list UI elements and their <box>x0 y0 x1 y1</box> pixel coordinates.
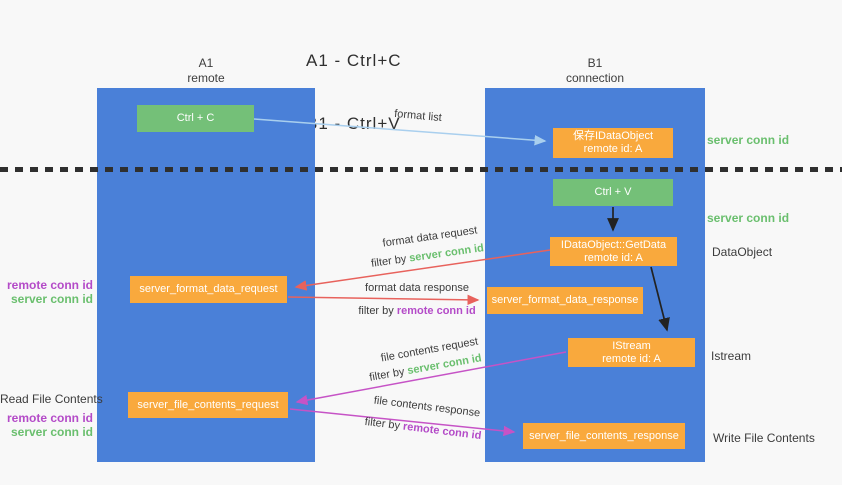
label-remote-conn-id-bottom: remote conn id <box>6 411 93 425</box>
column-b-header: B1 connection <box>486 56 704 86</box>
node-server-format-data-request: server_format_data_request <box>130 276 287 303</box>
node-save-idataobject: 保存IDataObject remote id: A <box>553 128 673 158</box>
label-read-file-contents: Read File Contents <box>0 392 103 406</box>
node-save-idataobject-line1: 保存IDataObject <box>572 130 654 142</box>
filter-by-text: filter by <box>368 365 406 384</box>
node-server-file-contents-request-label: server_file_contents_request <box>137 398 279 411</box>
node-istream-line1: IStream <box>612 339 651 352</box>
column-a-role: remote <box>187 71 225 85</box>
node-getdata: IDataObject::GetData remote id: A <box>550 237 677 266</box>
node-server-format-data-response: server_format_data_response <box>487 287 643 314</box>
server-conn-id-text: server conn id <box>408 242 485 265</box>
label-dataobject: DataObject <box>712 245 773 259</box>
filter-by-text: filter by <box>364 415 401 433</box>
node-server-format-data-request-label: server_format_data_request <box>139 283 278 295</box>
node-save-idataobject-line2: remote id: A <box>583 143 643 155</box>
column-a-header: A1 remote <box>97 56 315 86</box>
diagram-title: A1 - Ctrl+C B1 - Ctrl+V <box>306 8 402 155</box>
remote-conn-id-text: remote conn id <box>396 305 476 317</box>
label-server-conn-id-top: server conn id <box>707 133 790 147</box>
column-a-name: A1 <box>198 56 214 70</box>
dashed-separator <box>0 167 842 172</box>
annotation-filter-by-remote-conn-id-1: filter by remote conn id <box>337 305 497 317</box>
arrow-format-data-response <box>287 294 480 306</box>
label-server-conn-id-mid: server conn id <box>707 211 790 225</box>
label-server-conn-id-left-bottom: server conn id <box>10 425 93 439</box>
node-istream-line2: remote id: A <box>602 352 661 365</box>
node-getdata-line2: remote id: A <box>584 251 643 264</box>
node-ctrl-c-label: Ctrl + C <box>176 112 215 124</box>
title-line-1: A1 - Ctrl+C <box>306 51 402 70</box>
node-getdata-line1: IDataObject::GetData <box>560 238 667 251</box>
filter-by-text: filter by <box>370 253 408 270</box>
filter-by-text: filter by <box>358 305 394 317</box>
label-server-conn-id-left-top: server conn id <box>10 292 93 306</box>
node-ctrl-v: Ctrl + V <box>553 179 673 206</box>
node-server-file-contents-request: server_file_contents_request <box>128 392 288 418</box>
label-write-file-contents: Write File Contents <box>713 431 815 445</box>
node-ctrl-c: Ctrl + C <box>137 105 254 132</box>
remote-conn-id-text: remote conn id <box>402 420 482 443</box>
column-b-role: connection <box>565 71 625 85</box>
node-istream: IStream remote id: A <box>568 338 695 367</box>
column-b-name: B1 <box>587 56 603 70</box>
annotation-file-contents-response: file contents response <box>373 394 481 420</box>
node-server-file-contents-response: server_file_contents_response <box>523 423 685 449</box>
node-server-file-contents-response-label: server_file_contents_response <box>529 429 679 442</box>
label-remote-conn-id-top: remote conn id <box>6 278 93 292</box>
node-server-format-data-response-label: server_format_data_response <box>491 294 639 306</box>
label-istream: Istream <box>711 349 752 363</box>
node-ctrl-v-label: Ctrl + V <box>594 186 632 198</box>
annotation-format-data-response: format data response <box>365 282 469 294</box>
